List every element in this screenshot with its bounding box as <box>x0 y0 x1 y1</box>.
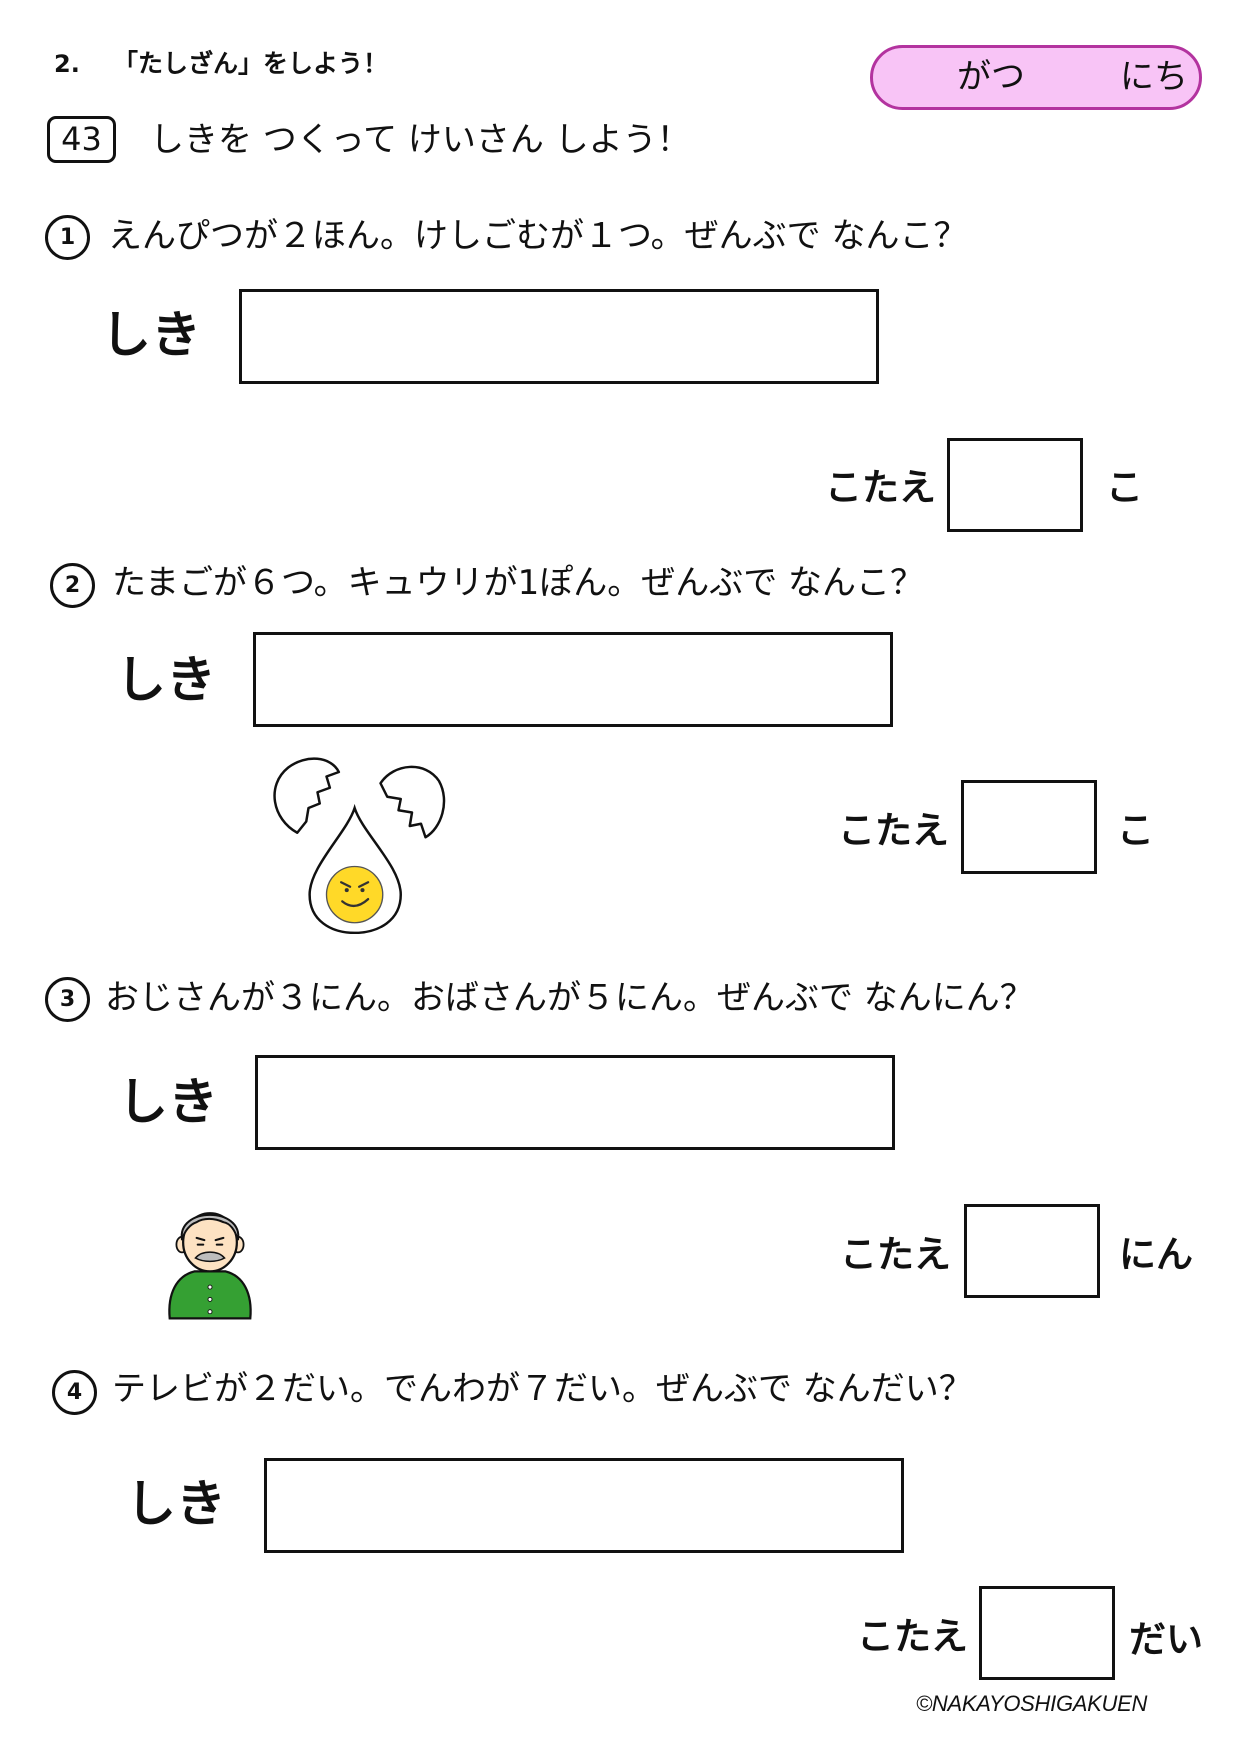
problem-number-circle: 1 <box>45 215 90 260</box>
green-shirt <box>168 1270 252 1320</box>
answer-box <box>947 438 1083 532</box>
problem-question: テレビが２だい。でんわが７だい。ぜんぶで なんだい？ <box>112 1369 973 1409</box>
formula-label: しき <box>126 1475 226 1533</box>
problem-question: おじさんが３にん。おばさんが５にん。ぜんぶで なんにん？ <box>105 978 1034 1018</box>
formula-answer-box <box>239 289 879 384</box>
formula-answer-box <box>264 1458 904 1553</box>
problem-question: たまごが６つ。キュウリが1ぽん。ぜんぶで なんこ？ <box>112 563 925 603</box>
answer-label: こたえ <box>838 809 949 852</box>
answer-unit: だい <box>1129 1618 1203 1661</box>
problem-number-circle: 4 <box>52 1370 97 1415</box>
section-title: 「たしざん」をしよう！ <box>113 49 389 78</box>
copyright-notice: ©NAKAYOSHIGAKUEN <box>916 1691 1148 1716</box>
day-label: にち <box>1120 57 1188 97</box>
answer-label: こたえ <box>825 466 936 509</box>
answer-box <box>964 1204 1100 1298</box>
answer-unit: こ <box>1117 809 1154 852</box>
egg-shell-right <box>379 765 446 839</box>
formula-answer-box <box>255 1055 895 1150</box>
answer-unit: にん <box>1119 1233 1193 1276</box>
formula-label: しき <box>101 306 201 364</box>
problem-question: えんぴつが２ほん。けしごむが１つ。ぜんぶで なんこ？ <box>108 216 968 256</box>
egg-yolk-face <box>325 865 384 924</box>
answer-label: こたえ <box>840 1233 951 1276</box>
month-label: がつ <box>957 57 1025 97</box>
problem-number-circle: 2 <box>50 563 95 608</box>
worksheet-instruction: しきを つくって けいさん しよう！ <box>150 120 691 160</box>
formula-label: しき <box>116 651 216 709</box>
formula-answer-box <box>253 632 893 727</box>
answer-unit: こ <box>1106 466 1143 509</box>
answer-label: こたえ <box>857 1615 968 1658</box>
egg-shell-left <box>273 757 341 834</box>
section-number: 2. <box>54 50 80 78</box>
cracked-egg-illustration <box>273 757 446 934</box>
old-man-illustration <box>168 1212 252 1320</box>
answer-box <box>961 780 1097 874</box>
worksheet-number: 43 <box>47 116 116 163</box>
formula-label: しき <box>118 1073 218 1131</box>
problem-number-circle: 3 <box>45 977 90 1022</box>
gray-hair <box>181 1213 239 1241</box>
mustache <box>194 1251 226 1263</box>
answer-box <box>979 1586 1115 1680</box>
date-field: がつ にち <box>870 45 1202 110</box>
